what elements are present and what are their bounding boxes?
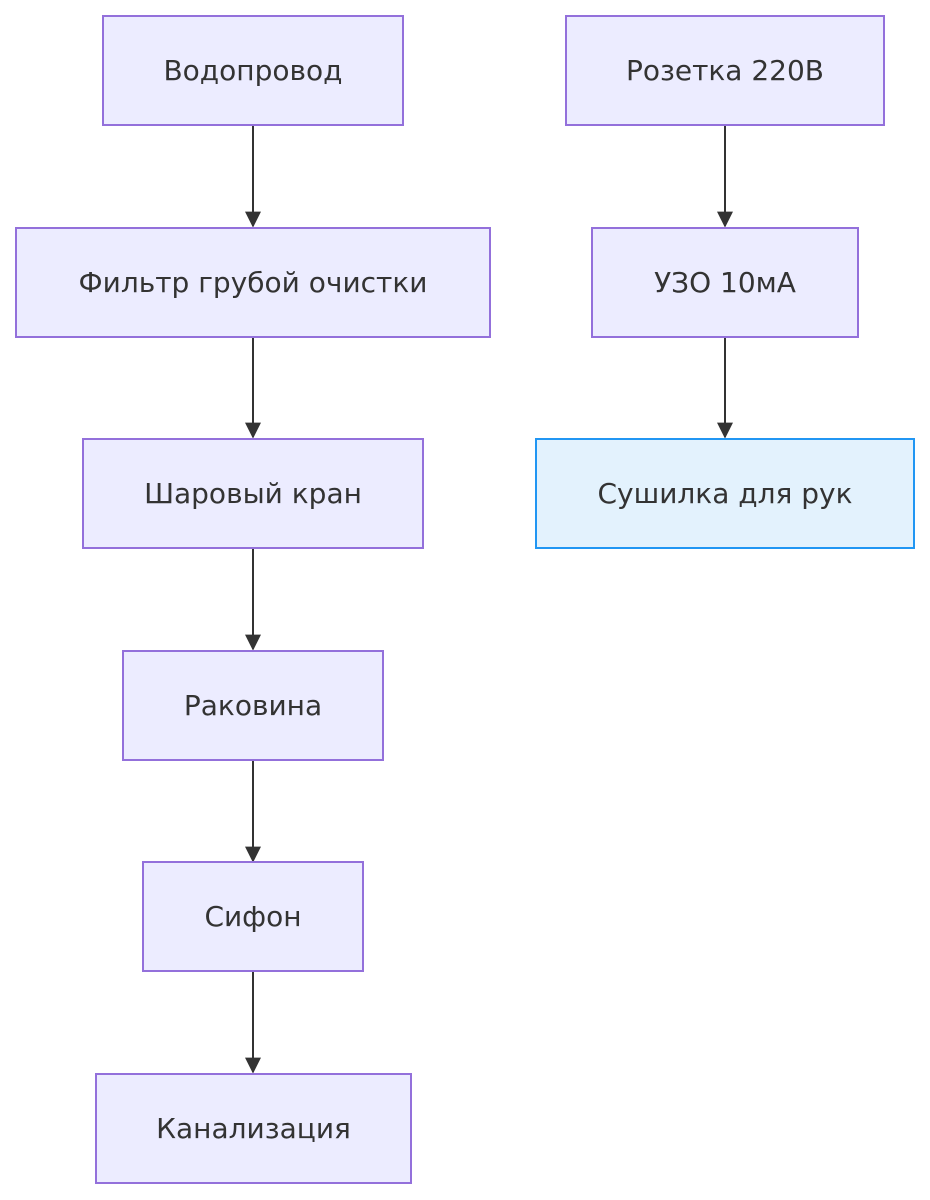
node-water-supply: Водопровод <box>102 15 404 126</box>
node-socket-label: Розетка 220В <box>625 54 825 87</box>
node-sink: Раковина <box>122 650 384 761</box>
node-sewer-label: Канализация <box>156 1112 351 1145</box>
node-hand-dryer-label: Сушилка для рук <box>597 477 853 510</box>
node-rcd: УЗО 10мА <box>591 227 859 338</box>
node-siphon: Сифон <box>142 861 364 972</box>
node-coarse-filter-label: Фильтр грубой очистки <box>78 266 428 299</box>
node-hand-dryer: Сушилка для рук <box>535 438 915 549</box>
node-coarse-filter: Фильтр грубой очистки <box>15 227 491 338</box>
node-ball-valve-label: Шаровый кран <box>144 477 362 510</box>
node-socket: Розетка 220В <box>565 15 885 126</box>
node-water-supply-label: Водопровод <box>163 54 343 87</box>
node-rcd-label: УЗО 10мА <box>654 266 796 299</box>
node-ball-valve: Шаровый кран <box>82 438 424 549</box>
node-sewer: Канализация <box>95 1073 412 1184</box>
node-sink-label: Раковина <box>183 689 323 722</box>
node-siphon-label: Сифон <box>204 900 302 933</box>
